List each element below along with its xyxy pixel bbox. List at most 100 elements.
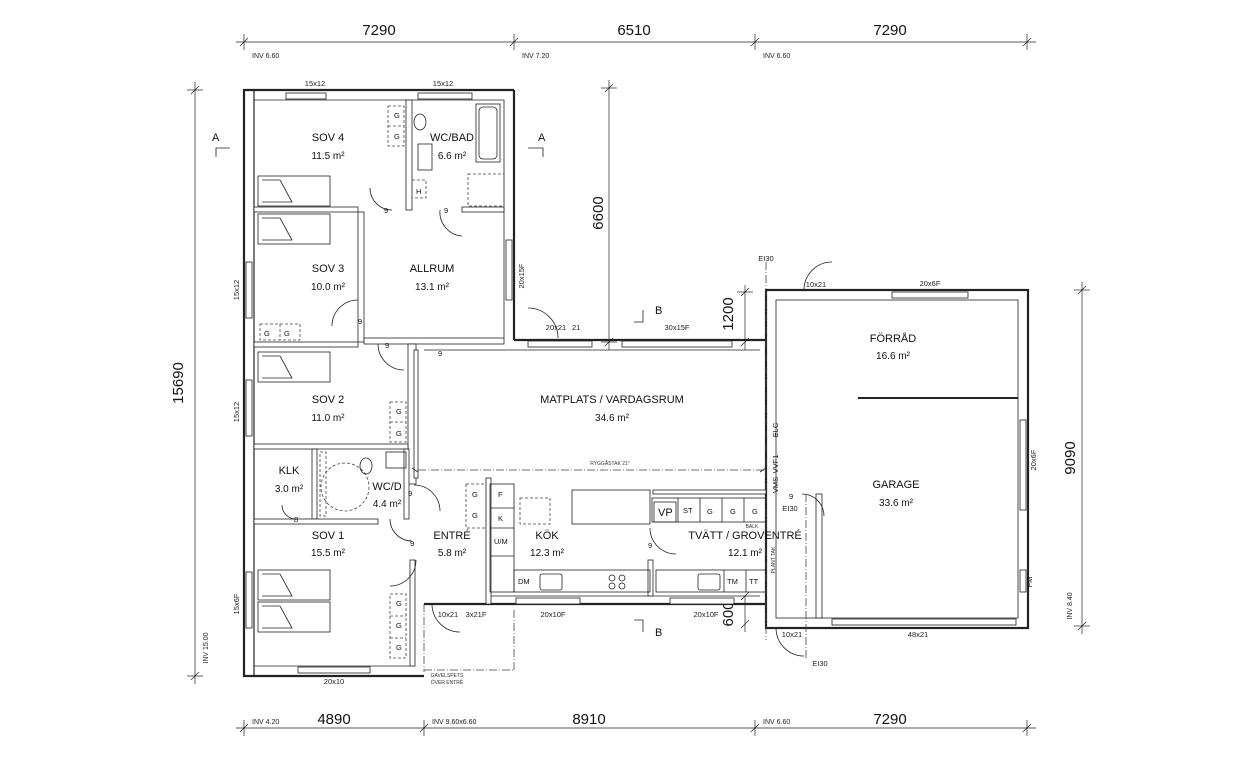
note-gavel-1: GAVELSPETS — [431, 673, 464, 679]
room-wcbad: WC/BAD 6.6 m² — [430, 132, 474, 162]
inv-top-3: INV 6.60 — [763, 53, 790, 60]
furniture — [257, 103, 1027, 659]
svg-text:WC/BAD: WC/BAD — [430, 132, 474, 144]
room-sov2: SOV 2 11.0 m² — [311, 394, 345, 424]
svg-text:MATPLATS / VARDAGSRUM: MATPLATS / VARDAGSRUM — [540, 394, 684, 406]
bottom-dim-3: 7290 — [873, 711, 906, 728]
room-klk: KLK 3.0 m² — [275, 465, 304, 495]
svg-text:4.4 m²: 4.4 m² — [373, 499, 402, 510]
svg-text:ALLRUM: ALLRUM — [410, 263, 455, 275]
svg-text:9: 9 — [408, 489, 412, 498]
svg-text:KLK: KLK — [279, 465, 300, 477]
exterior-walls — [242, 88, 1030, 678]
svg-text:TVÄTT / GROVENTRÉ: TVÄTT / GROVENTRÉ — [688, 529, 801, 542]
room-forrad: FÖRRÅD 16.6 m² — [870, 332, 917, 362]
svg-text:SOV 3: SOV 3 — [312, 263, 344, 275]
svg-text:33.6 m²: 33.6 m² — [879, 498, 914, 509]
svg-text:8: 8 — [294, 515, 298, 524]
svg-text:9: 9 — [385, 341, 389, 350]
note-plant: PLANT TAK — [771, 546, 777, 573]
note-ryggas: RYGGÅSTAK 21° — [590, 460, 630, 467]
svg-text:34.6 m²: 34.6 m² — [595, 413, 630, 424]
svg-text:9: 9 — [358, 317, 362, 326]
top-dim-1: 7290 — [362, 22, 395, 39]
svg-text:FM: FM — [1025, 577, 1034, 588]
svg-text:15.5 m²: 15.5 m² — [311, 548, 346, 559]
svg-text:G: G — [752, 507, 758, 516]
svg-text:VMS: VMS — [771, 477, 780, 493]
svg-text:G: G — [396, 429, 402, 438]
svg-text:FÖRRÅD: FÖRRÅD — [870, 332, 917, 345]
right-dimension: 9090 INV 8.40 — [1062, 282, 1090, 634]
window-label-13b: 3x21F — [466, 610, 487, 619]
svg-text:F: F — [498, 490, 503, 499]
room-sov4: SOV 4 11.5 m² — [311, 132, 345, 162]
window-label-15: 20x10F — [693, 610, 718, 619]
note-gavel-2: ÖVER ENTRÉ — [431, 679, 464, 686]
top-dimension-chain: 7290 6510 7290 INV 6.60 INV 7.20 INV 6.6… — [236, 22, 1036, 60]
svg-text:H: H — [416, 187, 421, 196]
bottom-dim-1: 4890 — [317, 711, 350, 728]
svg-text:G: G — [730, 507, 736, 516]
svg-text:G: G — [396, 407, 402, 416]
svg-text:TT: TT — [749, 577, 759, 586]
bottom-dim-2: 8910 — [572, 711, 605, 728]
svg-text:ENTRÉ: ENTRÉ — [433, 529, 470, 542]
svg-text:G: G — [396, 621, 402, 630]
room-matplats: MATPLATS / VARDAGSRUM 34.6 m² — [540, 394, 684, 424]
svg-text:DM: DM — [518, 577, 530, 586]
fire-rating-2: EI30 — [782, 504, 797, 513]
svg-text:G: G — [472, 490, 478, 499]
svg-text:ELC: ELC — [771, 422, 780, 437]
svg-text:WC/D: WC/D — [372, 481, 401, 493]
window-label-17: 48x21 — [908, 630, 928, 639]
section-mark-b-top: B — [634, 305, 662, 323]
svg-text:G: G — [472, 511, 478, 520]
window-label-16: 10x21 — [782, 630, 802, 639]
mid-dim-600: 600 — [720, 601, 737, 626]
svg-text:K: K — [498, 514, 503, 523]
inv-bottom-1: INV 4.20 — [252, 719, 279, 726]
inv-bottom-2: INV 9.60x6.60 — [432, 719, 476, 726]
svg-text:VP: VP — [658, 507, 673, 519]
window-label-9: 20x6F — [920, 279, 941, 288]
svg-text:A: A — [538, 132, 546, 144]
svg-text:G: G — [394, 132, 400, 141]
left-dim: 15690 — [170, 362, 187, 404]
svg-text:G: G — [264, 329, 270, 338]
svg-text:11.5 m²: 11.5 m² — [311, 151, 345, 162]
svg-text:9: 9 — [438, 349, 442, 358]
svg-text:G: G — [707, 507, 713, 516]
svg-text:SOV 1: SOV 1 — [312, 530, 344, 542]
room-entre: ENTRÉ 5.8 m² — [433, 529, 470, 559]
top-dim-3: 7290 — [873, 22, 906, 39]
room-allrum: ALLRUM 13.1 m² — [410, 263, 455, 293]
mid-dimension-600: 600 — [720, 591, 750, 632]
window-label-10: 20x6F — [1029, 449, 1038, 470]
room-sov3: SOV 3 10.0 m² — [311, 263, 346, 293]
room-wcd: WC/D 4.4 m² — [372, 481, 402, 510]
room-kok: KÖK 12.3 m² — [530, 530, 565, 559]
svg-text:SOV 2: SOV 2 — [312, 394, 344, 406]
window-label-3: 15x12 — [232, 280, 241, 300]
window-label-7: 30x15F — [664, 323, 689, 332]
fire-rating-1: EI30 — [758, 254, 773, 263]
window-label-1: 15x12 — [305, 79, 325, 88]
section-mark-a-left: A — [212, 132, 230, 157]
window-label-2: 15x12 — [433, 79, 453, 88]
mid-dimension-6600: 6600 — [590, 80, 617, 350]
mid-dim-6600: 6600 — [590, 196, 607, 229]
svg-text:VVF1: VVF1 — [771, 455, 780, 474]
svg-text:16.6 m²: 16.6 m² — [876, 351, 911, 362]
svg-text:SOV 4: SOV 4 — [312, 132, 344, 144]
inv-right: INV 8.40 — [1067, 592, 1074, 619]
svg-text:9: 9 — [444, 206, 448, 215]
windows — [245, 92, 1027, 674]
inv-left: INV 15.00 — [203, 632, 210, 663]
roof-lines — [411, 262, 807, 672]
fire-rating-3: EI30 — [812, 659, 827, 668]
svg-text:GARAGE: GARAGE — [872, 479, 919, 491]
svg-text:ST: ST — [683, 506, 693, 515]
svg-text:KÖK: KÖK — [535, 530, 559, 542]
